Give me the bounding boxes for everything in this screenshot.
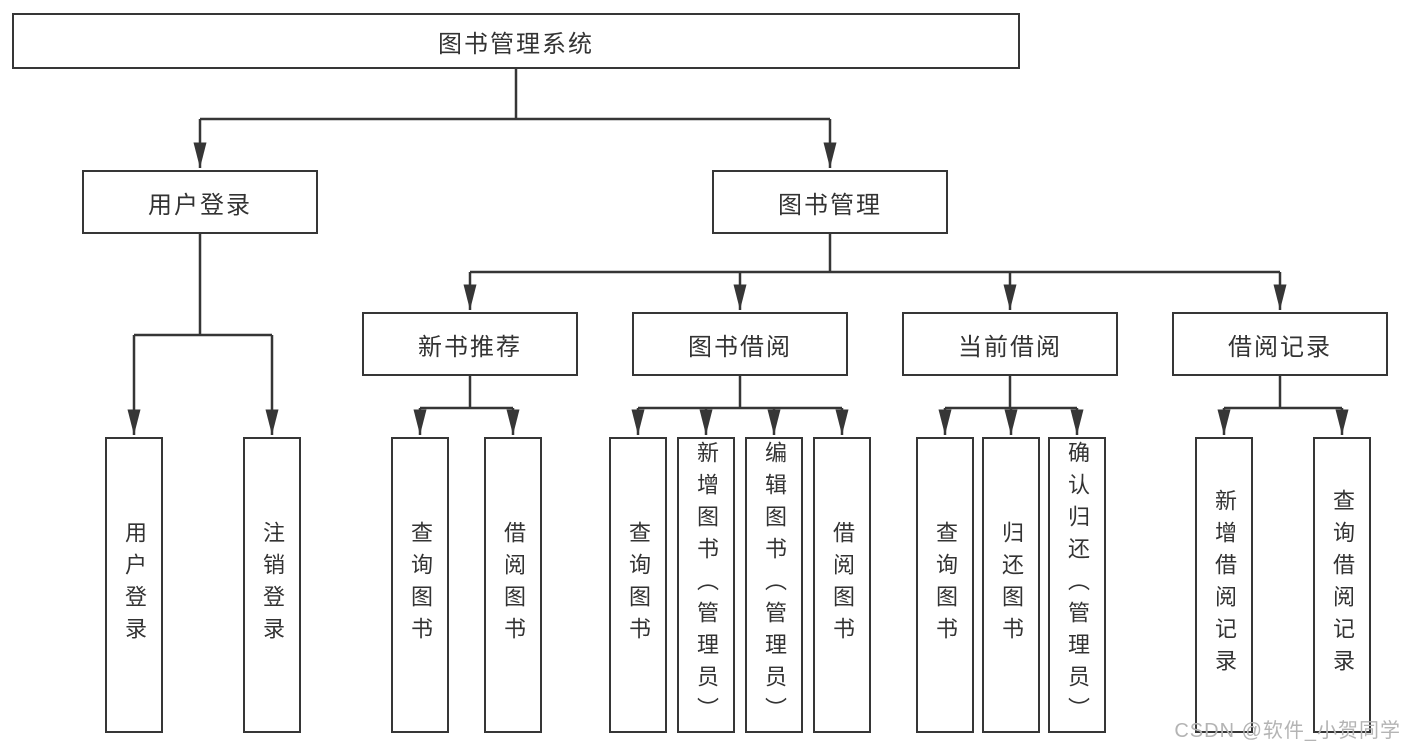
leaf-cb-return-books-label: 归还图书 <box>999 521 1024 649</box>
leaf-bb-borrow-books: 借阅图书 <box>813 437 871 733</box>
node-borrow-records-label: 借阅记录 <box>1228 333 1332 361</box>
node-new-book-rec-label: 新书推荐 <box>418 333 522 361</box>
edges-user-login <box>127 234 279 435</box>
leaf-bb-add-books-admin-label: 新增图书（管理员） <box>694 441 719 729</box>
node-book-mgmt: 图书管理 <box>712 170 948 234</box>
leaf-bb-edit-books-admin: 编辑图书（管理员） <box>745 437 803 733</box>
node-book-mgmt-label: 图书管理 <box>778 191 882 219</box>
node-user-login: 用户登录 <box>82 170 318 234</box>
leaf-br-query-record-label: 查询借阅记录 <box>1330 489 1355 681</box>
leaf-logout-label: 注销登录 <box>260 521 285 649</box>
node-borrow-records: 借阅记录 <box>1172 312 1388 376</box>
node-root: 图书管理系统 <box>12 13 1020 69</box>
leaf-cb-query-books-label: 查询图书 <box>933 521 958 649</box>
leaf-nbr-borrow-books-label: 借阅图书 <box>501 521 526 649</box>
leaf-br-add-record: 新增借阅记录 <box>1195 437 1253 733</box>
leaf-user-login: 用户登录 <box>105 437 163 733</box>
watermark: CSDN @软件_小贺同学 <box>1174 720 1401 742</box>
node-new-book-rec: 新书推荐 <box>362 312 578 376</box>
edges-new-book-rec <box>413 376 520 435</box>
leaf-nbr-query-books-label: 查询图书 <box>408 521 433 649</box>
leaf-bb-query-books-label: 查询图书 <box>626 521 651 649</box>
node-current-borrow-label: 当前借阅 <box>958 333 1062 361</box>
leaf-user-login-label: 用户登录 <box>122 521 147 649</box>
leaf-cb-confirm-return-admin: 确认归还（管理员） <box>1048 437 1106 733</box>
leaf-cb-query-books: 查询图书 <box>916 437 974 733</box>
leaf-bb-add-books-admin: 新增图书（管理员） <box>677 437 735 733</box>
node-book-borrow-label: 图书借阅 <box>688 333 792 361</box>
edges-borrow-records <box>1217 376 1349 435</box>
edges-book-borrow <box>631 376 849 435</box>
leaf-bb-query-books: 查询图书 <box>609 437 667 733</box>
edges-current-borrow <box>938 376 1084 435</box>
node-user-login-label: 用户登录 <box>148 191 252 219</box>
leaf-nbr-borrow-books: 借阅图书 <box>484 437 542 733</box>
edges-root <box>193 69 837 168</box>
leaf-br-query-record: 查询借阅记录 <box>1313 437 1371 733</box>
leaf-bb-edit-books-admin-label: 编辑图书（管理员） <box>762 441 787 729</box>
edges-book-mgmt <box>463 234 1287 310</box>
leaf-br-add-record-label: 新增借阅记录 <box>1212 489 1237 681</box>
leaf-cb-confirm-return-admin-label: 确认归还（管理员） <box>1065 441 1090 729</box>
leaf-nbr-query-books: 查询图书 <box>391 437 449 733</box>
leaf-cb-return-books: 归还图书 <box>982 437 1040 733</box>
node-current-borrow: 当前借阅 <box>902 312 1118 376</box>
leaf-bb-borrow-books-label: 借阅图书 <box>830 521 855 649</box>
node-root-label: 图书管理系统 <box>438 30 594 58</box>
leaf-logout: 注销登录 <box>243 437 301 733</box>
node-book-borrow: 图书借阅 <box>632 312 848 376</box>
